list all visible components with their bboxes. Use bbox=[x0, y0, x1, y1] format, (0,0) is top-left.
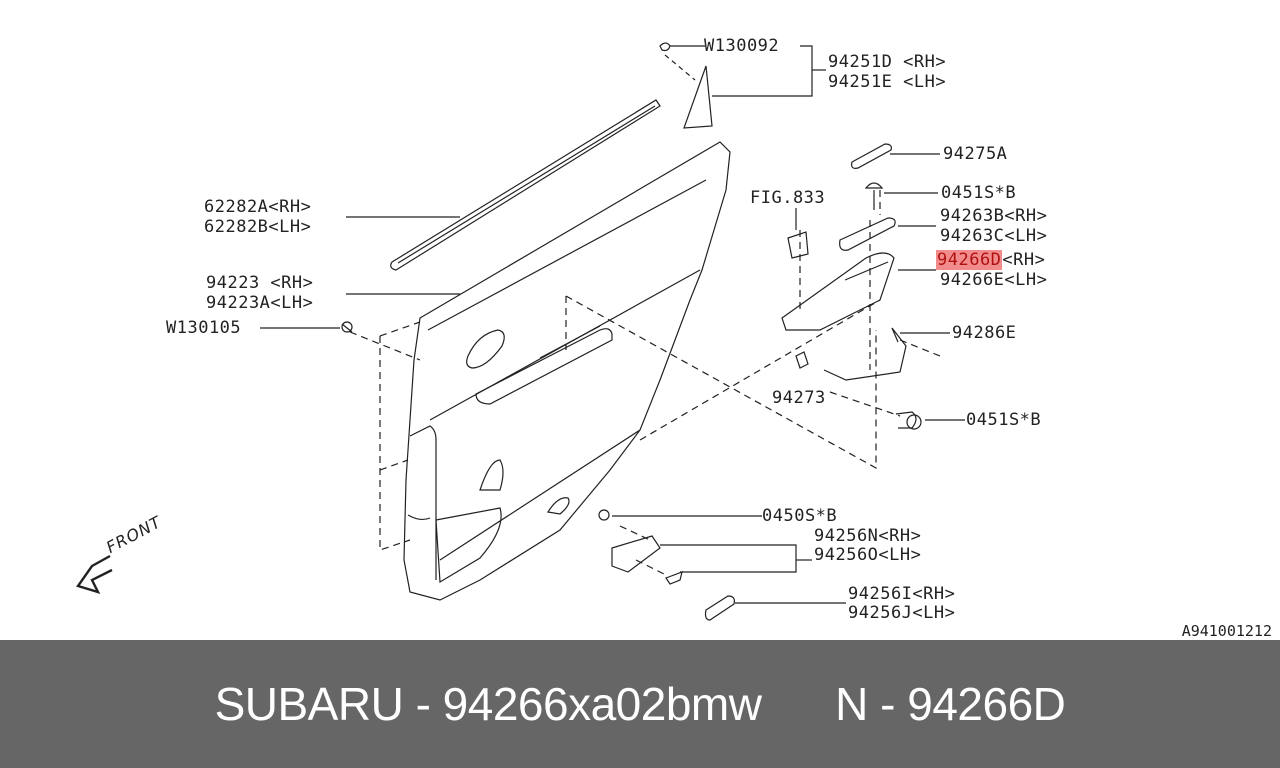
callout-94263c[interactable]: 94263C<LH> bbox=[940, 226, 1048, 246]
callout-62282b[interactable]: 62282B<LH> bbox=[204, 217, 312, 237]
side-suffix: <RH> bbox=[1002, 250, 1046, 270]
callout-94251e[interactable]: 94251E <LH> bbox=[828, 72, 947, 92]
callout-94256n[interactable]: 94256N<RH> bbox=[814, 526, 922, 546]
part-info-text: SUBARU - 94266xa02bmw N - 94266D bbox=[214, 678, 1066, 730]
weatherstrip-62282 bbox=[390, 99, 661, 271]
front-arrow bbox=[76, 554, 113, 594]
callout-94263b[interactable]: 94263B<RH> bbox=[940, 206, 1048, 226]
leader-lines bbox=[260, 45, 965, 604]
door-trim-panel-94223 bbox=[403, 141, 731, 601]
callout-94286e[interactable]: 94286E bbox=[952, 323, 1017, 343]
diagram-drawing bbox=[76, 42, 965, 621]
callout-94256o[interactable]: 94256O<LH> bbox=[814, 545, 922, 565]
corner-trim-94251 bbox=[659, 42, 713, 129]
clip-w130105 bbox=[341, 321, 353, 333]
callout-fig833[interactable]: FIG.833 bbox=[750, 188, 826, 208]
part-info-banner: SUBARU - 94266xa02bmw N - 94266D bbox=[0, 640, 1280, 768]
callout-94251d[interactable]: 94251D <RH> bbox=[828, 52, 947, 72]
callout-94266d[interactable]: 94266D<RH> bbox=[936, 250, 1045, 270]
parts-diagram: W130092 94251D <RH> 94251E <LH> 94275A 0… bbox=[76, 36, 1272, 640]
callout-w130105[interactable]: W130105 bbox=[166, 318, 242, 338]
callout-94256i[interactable]: 94256I<RH> bbox=[848, 584, 956, 604]
diagram-reference-code: A941001212 bbox=[1181, 622, 1272, 640]
highlighted-part-number[interactable]: 94266D bbox=[936, 250, 1003, 270]
callout-0450s-b[interactable]: 0450S*B bbox=[762, 506, 838, 526]
callout-94266e[interactable]: 94266E<LH> bbox=[940, 270, 1048, 290]
callout-0451s-b-bottom[interactable]: 0451S*B bbox=[966, 410, 1042, 430]
callout-94256j[interactable]: 94256J<LH> bbox=[848, 603, 956, 623]
callout-0451s-b-top[interactable]: 0451S*B bbox=[941, 183, 1017, 203]
switch-panel-parts bbox=[598, 143, 922, 621]
callout-62282a[interactable]: 62282A<RH> bbox=[204, 197, 312, 217]
callout-94273[interactable]: 94273 bbox=[772, 388, 826, 408]
callout-94275a[interactable]: 94275A bbox=[943, 144, 1008, 164]
callout-94223a[interactable]: 94223A<LH> bbox=[206, 293, 314, 313]
callout-94223[interactable]: 94223 <RH> bbox=[206, 273, 314, 293]
callout-w130092[interactable]: W130092 bbox=[704, 36, 780, 56]
